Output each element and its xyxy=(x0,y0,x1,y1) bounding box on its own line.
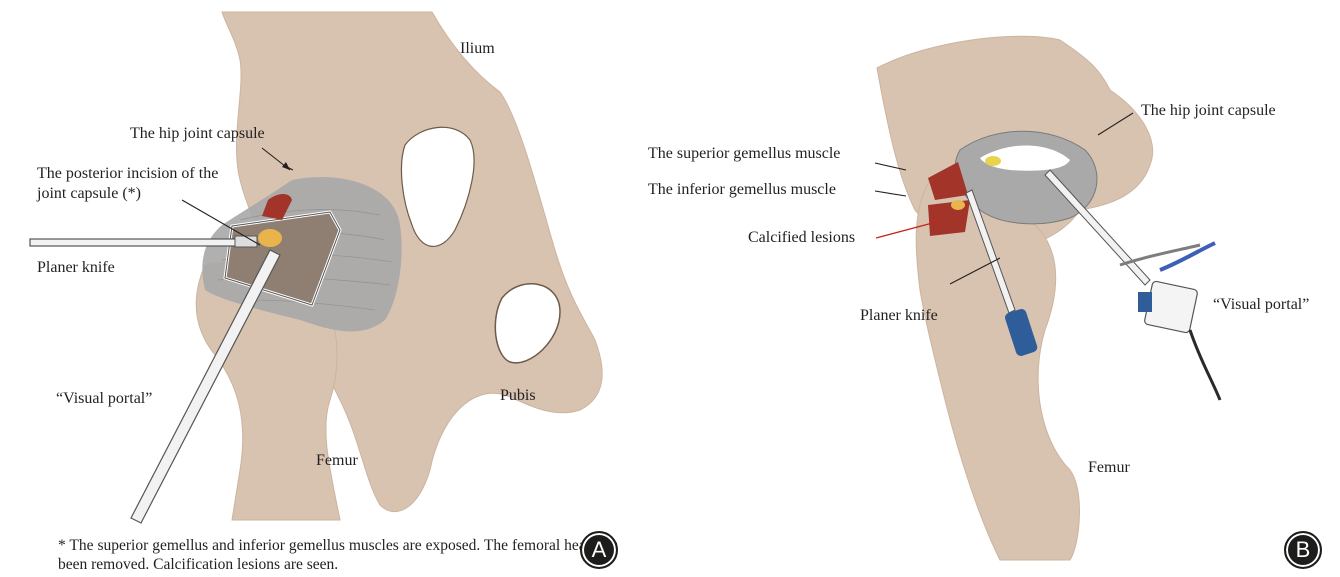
label-inferior-gemellus: The inferior gemellus muscle xyxy=(648,180,836,200)
panel-a-badge: A xyxy=(580,531,618,569)
visual-portal-instrument-b xyxy=(1045,170,1220,400)
label-planer-knife-b: Planer knife xyxy=(860,306,938,326)
label-visual-portal-a: “Visual portal” xyxy=(56,389,152,409)
label-posterior-incision: The posterior incision of the joint caps… xyxy=(37,164,218,204)
panel-a-illustration xyxy=(30,12,602,523)
label-hip-capsule-a: The hip joint capsule xyxy=(130,124,265,144)
figure-footnote: * The superior gemellus and inferior gem… xyxy=(58,536,618,574)
calcified-lesion xyxy=(258,229,282,247)
label-pubis: Pubis xyxy=(500,386,536,406)
calcified-lesion-b xyxy=(951,200,965,210)
label-hip-capsule-b: The hip joint capsule xyxy=(1141,101,1276,121)
label-ilium: Ilium xyxy=(460,39,495,59)
label-planer-knife-a: Planer knife xyxy=(37,258,115,278)
label-calcified-lesions: Calcified lesions xyxy=(748,228,855,248)
label-femur-a: Femur xyxy=(316,451,358,471)
label-visual-portal-b: “Visual portal” xyxy=(1213,295,1309,315)
panel-b-badge: B xyxy=(1284,531,1322,569)
label-femur-b: Femur xyxy=(1088,458,1130,478)
femur-bone-b xyxy=(916,179,1079,560)
label-superior-gemellus: The superior gemellus muscle xyxy=(648,144,840,164)
